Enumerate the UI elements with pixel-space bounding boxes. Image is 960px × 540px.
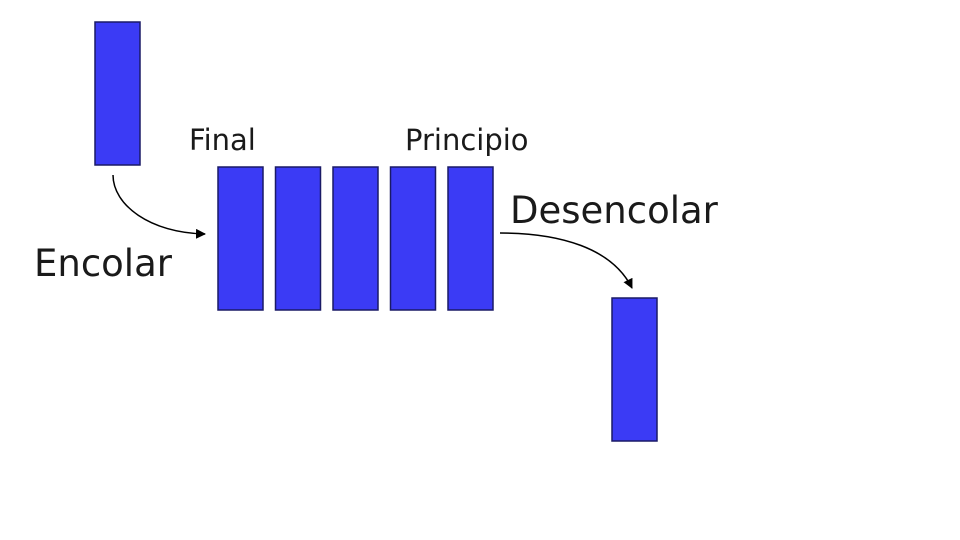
enqueue-arrow xyxy=(112,174,206,239)
queue-element xyxy=(274,166,322,311)
dequeue-label: Desencolar xyxy=(510,189,718,232)
queue-element xyxy=(332,166,379,311)
front-label: Principio xyxy=(405,123,529,157)
dequeued-element xyxy=(611,297,658,442)
queue-elements xyxy=(217,166,494,311)
queue-element xyxy=(389,166,437,311)
enqueue-label: Encolar xyxy=(34,242,172,285)
queue-element xyxy=(447,166,494,311)
incoming-element xyxy=(94,21,141,166)
dequeue-arrow xyxy=(499,232,633,289)
queue-element xyxy=(217,166,264,311)
rear-label: Final xyxy=(189,123,256,157)
